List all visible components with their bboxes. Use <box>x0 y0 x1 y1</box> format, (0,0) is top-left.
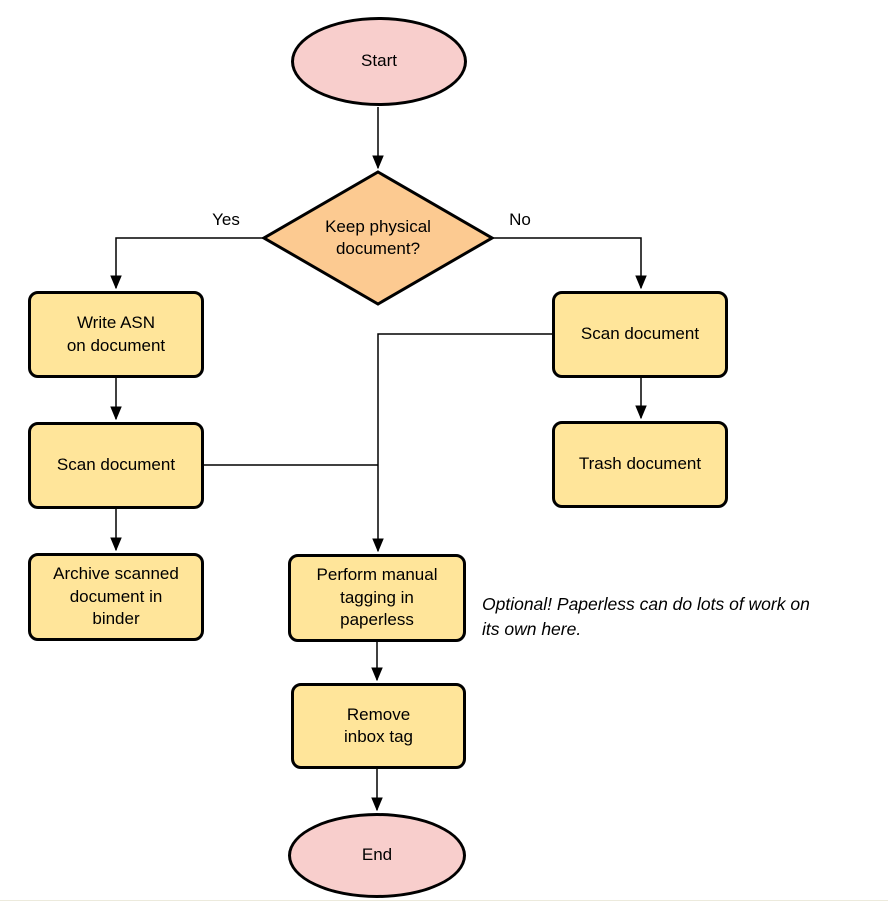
note-optional: Optional! Paperless can do lots of work … <box>482 594 810 639</box>
node-trash: Trash document <box>552 421 728 508</box>
decision-diamond-shape <box>262 170 494 306</box>
node-trash-label: Trash document <box>578 454 702 474</box>
node-start-label: Start <box>361 51 397 71</box>
node-decision: Keep physical document? <box>262 170 494 306</box>
node-decision-label: Keep physical document? <box>325 216 431 258</box>
node-scan-left-label: Scan document <box>56 455 176 475</box>
node-tagging-label: Perform manual tagging in paperless <box>316 565 438 630</box>
node-start: Start <box>291 17 467 106</box>
node-remove-inbox-label: Remove inbox tag <box>344 704 413 746</box>
node-write-asn-label: Write ASN on document <box>66 313 166 355</box>
node-end-label: End <box>361 845 393 865</box>
node-remove-inbox: Remove inbox tag <box>291 683 466 769</box>
node-end: End <box>288 813 466 898</box>
node-scan-right: Scan document <box>552 291 728 378</box>
node-scan-right-label: Scan document <box>580 324 700 344</box>
node-write-asn: Write ASN on document <box>28 291 204 378</box>
page-bottom-divider <box>0 900 888 901</box>
edge-scan-right-to-tagging <box>378 333 552 551</box>
edge-decision-no-to-scan-right <box>492 237 641 288</box>
edge-label-yes: Yes <box>212 210 240 229</box>
edge-label-no: No <box>509 210 531 229</box>
edge-decision-yes-to-write-asn <box>116 237 264 288</box>
node-archive: Archive scanned document in binder <box>28 553 204 641</box>
node-archive-label: Archive scanned document in binder <box>53 564 179 629</box>
node-scan-left: Scan document <box>28 422 204 509</box>
node-tagging: Perform manual tagging in paperless <box>288 554 466 642</box>
